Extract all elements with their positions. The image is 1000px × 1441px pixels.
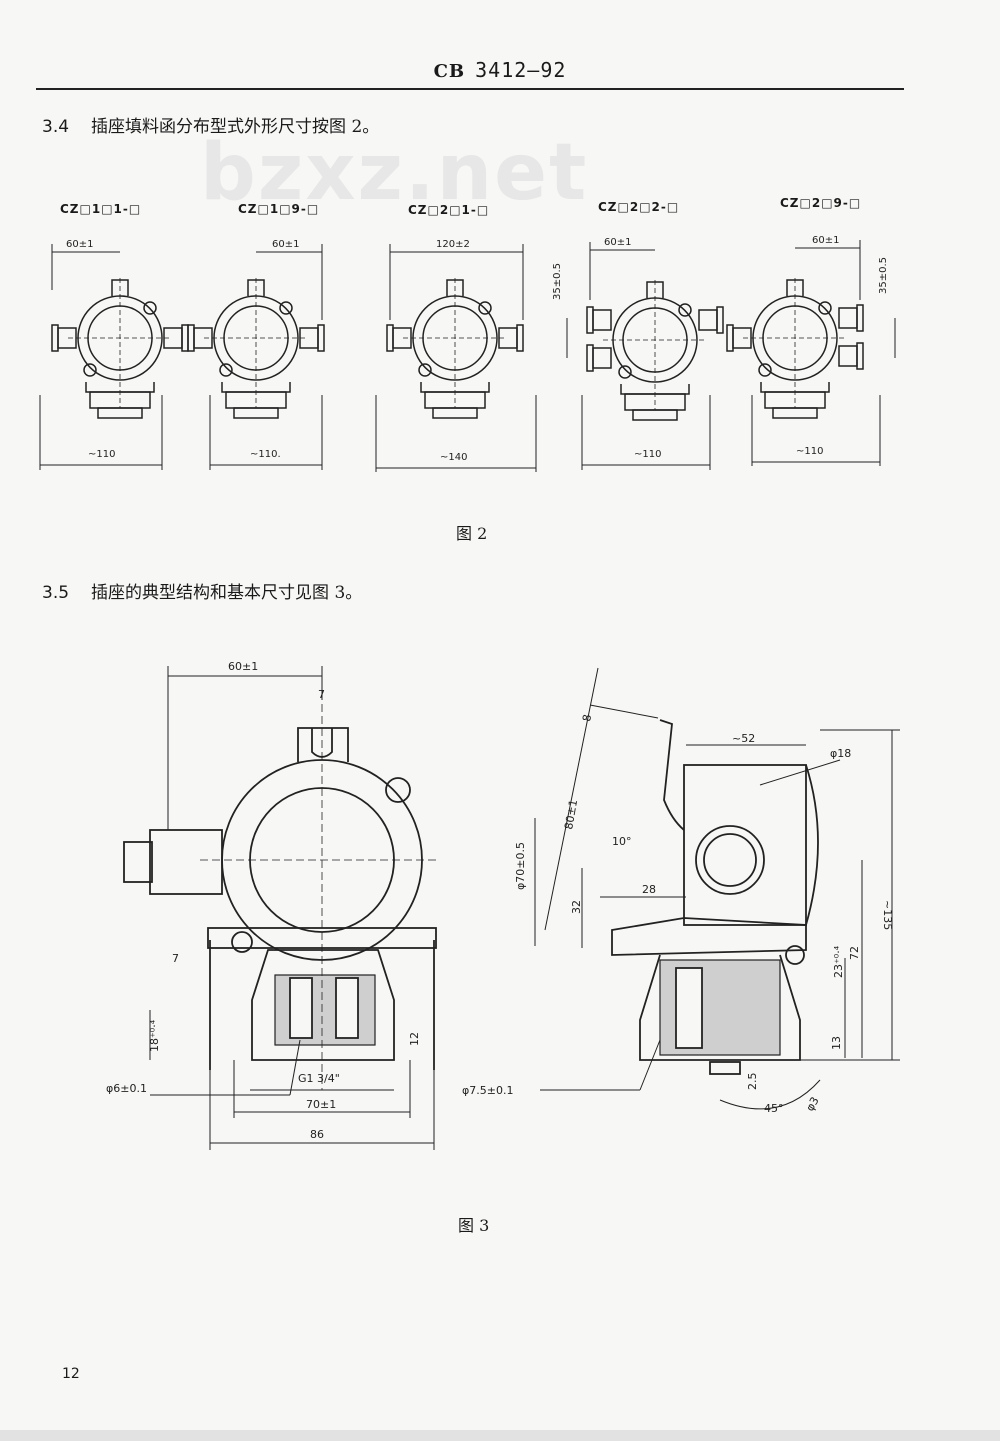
s3-eight: 8 bbox=[580, 713, 594, 722]
s3-phi18: φ18 bbox=[830, 747, 851, 760]
dim-side-4: 35±0.5 bbox=[552, 263, 563, 300]
dim-bottom-4: ~110 bbox=[634, 449, 661, 460]
header-rule bbox=[36, 88, 904, 90]
dim-top-5: 60±1 bbox=[812, 235, 839, 246]
dim-top-1: 60±1 bbox=[66, 239, 93, 250]
s3-seventytwo: 72 bbox=[848, 946, 861, 960]
section-3-5: 3.5 插座的典型结构和基本尺寸见图 3。 bbox=[42, 578, 362, 603]
dim-top-2: 60±1 bbox=[272, 239, 299, 250]
s3-total: ~135 bbox=[881, 900, 894, 930]
watermark: bzxz.net bbox=[200, 128, 589, 218]
section-number: 3.5 bbox=[42, 583, 70, 603]
dim-top-3: 120±2 bbox=[436, 239, 470, 250]
side-view bbox=[611, 719, 819, 1075]
section-text: 插座的典型结构和基本尺寸见图 3。 bbox=[91, 583, 363, 603]
f3-top-dim: 60±1 bbox=[228, 660, 258, 673]
bottom-strip bbox=[0, 1430, 1000, 1441]
model-label-5: CZ□2□9-□ bbox=[780, 196, 862, 210]
f3-left-seven: 7 bbox=[172, 952, 179, 965]
s3-twofive: 2.5 bbox=[746, 1073, 759, 1091]
dim-bottom-5: ~110 bbox=[796, 446, 823, 457]
dim-side-5: 35±0.5 bbox=[878, 257, 889, 294]
model-label-4: CZ□2□2-□ bbox=[598, 200, 680, 214]
s3-twentyeight: 28 bbox=[642, 883, 656, 896]
s3-phi3: φ3 bbox=[803, 1095, 821, 1114]
f3-eightysix: 86 bbox=[310, 1128, 324, 1141]
figure-2-caption: 图 2 bbox=[456, 524, 488, 543]
model-label-3: CZ□2□1-□ bbox=[408, 203, 490, 217]
model-label-2: CZ□1□9-□ bbox=[238, 202, 320, 216]
dim-bottom-2: ~110. bbox=[250, 449, 281, 460]
dim-bottom-1: ~110 bbox=[88, 449, 115, 460]
s3-fiftytwo: ~52 bbox=[732, 732, 755, 745]
s3-ten: 10° bbox=[612, 835, 632, 848]
f3-seventy: 70±1 bbox=[306, 1098, 336, 1111]
s3-hole: φ7.5±0.1 bbox=[462, 1084, 513, 1097]
section-number: 3.4 bbox=[42, 117, 70, 137]
s3-fortyfive: 45° bbox=[764, 1102, 784, 1115]
dim-bottom-3: ~140 bbox=[440, 452, 467, 463]
f3-height: 18⁺⁰·⁴ bbox=[148, 1019, 161, 1052]
s3-eighty: 80±1 bbox=[562, 799, 580, 831]
section-3-4: 3.4 插座填料函分布型式外形尺寸按图 2。 bbox=[42, 112, 379, 137]
s3-twentythree: 23⁺⁰·⁴ bbox=[832, 945, 845, 978]
header-prefix: CB bbox=[433, 61, 466, 82]
f3-slot-dim: 7 bbox=[318, 688, 325, 701]
f3-thread: G1 3/4" bbox=[298, 1072, 340, 1085]
s3-thirteen: 13 bbox=[830, 1036, 843, 1050]
figure-3-caption: 图 3 bbox=[458, 1216, 490, 1235]
page-number: 12 bbox=[62, 1366, 80, 1382]
header-code: 3412—92 bbox=[475, 58, 567, 82]
s3-thirtytwo: 32 bbox=[570, 900, 583, 914]
f3-hole: φ6±0.1 bbox=[106, 1082, 147, 1095]
standard-header: CB 3412—92 bbox=[0, 58, 1000, 82]
front-view bbox=[123, 680, 440, 1090]
s3-phi70: φ70±0.5 bbox=[514, 842, 527, 890]
f3-twelve: 12 bbox=[408, 1032, 421, 1046]
section-text: 插座填料函分布型式外形尺寸按图 2。 bbox=[91, 117, 380, 137]
model-label-1: CZ□1□1-□ bbox=[60, 202, 142, 216]
dim-top-4: 60±1 bbox=[604, 237, 631, 248]
